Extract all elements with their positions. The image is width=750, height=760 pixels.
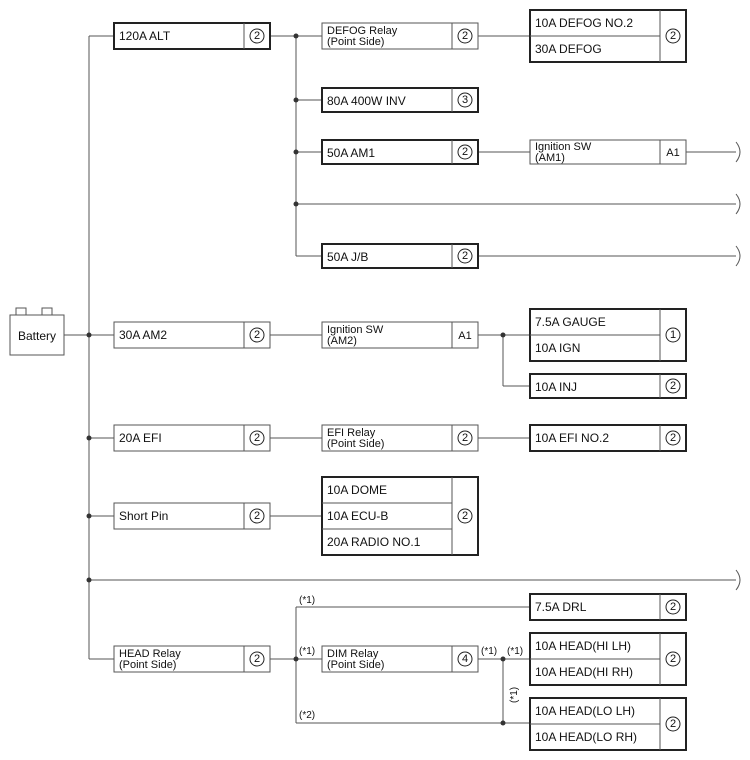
pin-number: 2 <box>254 653 260 665</box>
pin-number: 2 <box>670 30 676 42</box>
fuse-label: 50A J/B <box>327 250 368 264</box>
fuse-label-defog-no2: 10A DEFOG NO.2 <box>535 16 633 30</box>
fuse-30a-am2: 30A AM2 2 <box>113 321 271 349</box>
pin-number: 2 <box>254 510 260 522</box>
pin-number: A1 <box>666 147 679 159</box>
fuse-label: 30A AM2 <box>119 328 167 342</box>
relay-label-line2: (Point Side) <box>119 659 176 671</box>
pin-number: 2 <box>670 718 676 730</box>
fuse-label: 10A EFI NO.2 <box>535 431 609 445</box>
relay-label-line1: HEAD Relay <box>119 648 181 660</box>
fuse-7-5a-drl: 7.5A DRL 2 <box>529 593 687 621</box>
pin-number: 2 <box>462 146 468 158</box>
ignition-sw-am1: Ignition SW (AM1) A1 <box>529 139 687 165</box>
fuse-label: 50A AM1 <box>327 146 375 160</box>
pin-number: 1 <box>670 329 676 341</box>
fuse-label-gauge: 7.5A GAUGE <box>535 315 606 329</box>
pin-number: 2 <box>254 432 260 444</box>
relay-label-line2: (Point Side) <box>327 438 384 450</box>
pin-number: 2 <box>254 329 260 341</box>
fuse-label-head-lo-rh: 10A HEAD(LO RH) <box>535 730 637 744</box>
gauge-fuse-group: 7.5A GAUGE 10A IGN 1 <box>529 308 687 362</box>
head-lo-fuse-group: 10A HEAD(LO LH) 10A HEAD(LO RH) 2 <box>529 697 687 751</box>
note-n1-vert: (*1) <box>509 687 520 703</box>
pin-number: 2 <box>670 432 676 444</box>
relay-label-line1: DEFOG Relay <box>327 25 398 37</box>
pin-number: 2 <box>670 380 676 392</box>
note-n1-left: (*1) <box>299 646 315 657</box>
switch-label-line2: (AM2) <box>327 335 357 347</box>
pin-number: 2 <box>462 510 468 522</box>
dim-relay: DIM Relay (Point Side) 4 <box>321 645 479 673</box>
fuse-20a-efi: 20A EFI 2 <box>113 424 271 452</box>
fuse-50a-am1: 50A AM1 2 <box>321 139 479 165</box>
note-n1-right2: (*1) <box>507 646 523 657</box>
fuse-50a-jb: 50A J/B 2 <box>321 243 479 269</box>
fuse-label-head-lo-lh: 10A HEAD(LO LH) <box>535 704 635 718</box>
pin-number: A1 <box>458 330 471 342</box>
fuse-10a-inj: 10A INJ 2 <box>529 373 687 399</box>
relay-label-line1: DIM Relay <box>327 648 379 660</box>
battery-label: Battery <box>18 329 56 343</box>
pin-number: 2 <box>462 30 468 42</box>
fuse-label: 10A INJ <box>535 380 577 394</box>
fuse-label-dome: 10A DOME <box>327 483 387 497</box>
pin-number: 2 <box>670 601 676 613</box>
fuse-label-defog: 30A DEFOG <box>535 42 602 56</box>
switch-label-line1: Ignition SW <box>535 141 592 153</box>
pin-number: 2 <box>462 250 468 262</box>
efi-relay: EFI Relay (Point Side) 2 <box>321 424 479 452</box>
defog-relay: DEFOG Relay (Point Side) 2 <box>321 22 479 50</box>
head-relay: HEAD Relay (Point Side) 2 <box>113 645 271 673</box>
note-n1-top: (*1) <box>299 595 315 606</box>
switch-label-line1: Ignition SW <box>327 324 384 336</box>
short-pin: Short Pin 2 <box>113 502 271 530</box>
fuse-label-ign: 10A IGN <box>535 341 580 355</box>
relay-label-line1: EFI Relay <box>327 427 376 439</box>
fuse-label: 7.5A DRL <box>535 600 587 614</box>
note-n2: (*2) <box>299 710 315 721</box>
fuse-label-radio-no1: 20A RADIO NO.1 <box>327 535 421 549</box>
fuse-label: 120A ALT <box>119 29 171 43</box>
fuse-120a-alt: 120A ALT 2 <box>113 22 271 50</box>
pin-number: 2 <box>670 653 676 665</box>
switch-label-line2: (AM1) <box>535 152 565 164</box>
fuse-label: 20A EFI <box>119 431 162 445</box>
fuse-label-head-hi-rh: 10A HEAD(HI RH) <box>535 665 633 679</box>
fuse-label: 80A 400W INV <box>327 94 406 108</box>
fuse-80a-400w-inv: 80A 400W INV 3 <box>321 87 479 113</box>
continuation-marks <box>735 141 741 591</box>
relay-label-line2: (Point Side) <box>327 659 384 671</box>
fuse-label-ecu-b: 10A ECU-B <box>327 509 388 523</box>
pin-number: 4 <box>462 653 468 665</box>
pin-number: 2 <box>254 30 260 42</box>
head-hi-fuse-group: 10A HEAD(HI LH) 10A HEAD(HI RH) 2 <box>529 632 687 686</box>
wires <box>64 35 736 724</box>
defog-fuse-group: 10A DEFOG NO.2 30A DEFOG 2 <box>529 9 687 63</box>
fuse-label: Short Pin <box>119 509 168 523</box>
junction-dots <box>86 33 506 726</box>
ignition-sw-am2: Ignition SW (AM2) A1 <box>321 321 479 349</box>
note-n1-right: (*1) <box>481 646 497 657</box>
fuse-label-head-hi-lh: 10A HEAD(HI LH) <box>535 639 631 653</box>
fuse-10a-efi-no2: 10A EFI NO.2 2 <box>529 424 687 452</box>
relay-label-line2: (Point Side) <box>327 36 384 48</box>
pin-number: 3 <box>462 94 468 106</box>
battery: Battery <box>9 307 65 356</box>
dome-ecu-radio-fuse-group: 10A DOME 10A ECU-B 20A RADIO NO.1 2 <box>321 476 479 556</box>
pin-number: 2 <box>462 432 468 444</box>
notes: (*1) (*1) (*1) (*1) (*2) (*1) <box>299 595 523 721</box>
